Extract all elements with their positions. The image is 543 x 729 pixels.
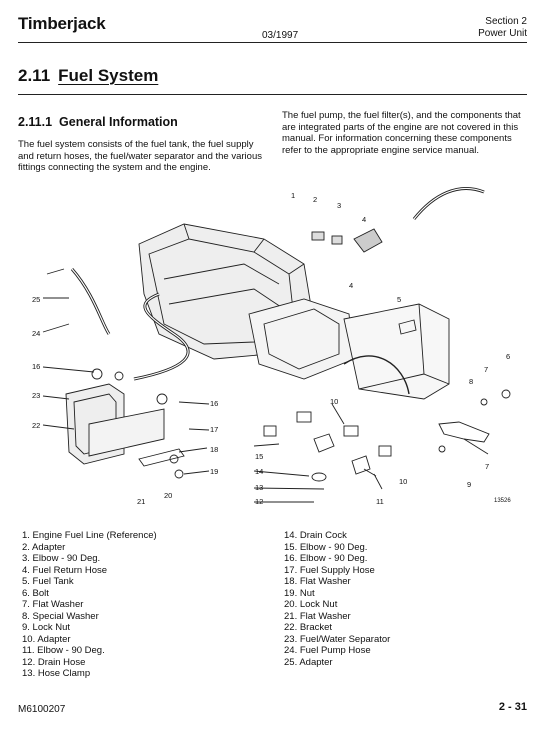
callout-3: 3 [337,201,341,210]
legend-item: 6. Bolt [22,587,49,599]
section-title: Fuel System [58,66,159,85]
callout-2: 2 [313,195,317,204]
legend-item: 9. Lock Nut [22,622,71,633]
legend-item: 15. Elbow - 90 Deg. [284,541,368,553]
legend-item: 11. Elbow - 90 Deg. [22,645,105,656]
callout-16b: 16 [210,399,218,408]
callout-5: 5 [397,295,401,304]
callout-22: 22 [32,421,40,430]
callout-8: 8 [469,377,473,386]
callout-25: 25 [32,295,40,304]
legend-item: 10. Adapter [22,633,71,645]
legend-item: 20. Lock Nut [284,599,338,610]
legend-item: 3. Elbow - 90 Deg. [22,553,101,564]
revision-date: 03/1997 [262,30,299,41]
callout-19: 19 [210,467,218,476]
intro-paragraph-right: The fuel pump, the fuel filter(s), and t… [282,110,521,156]
callout-9: 9 [467,480,471,489]
callout-18: 18 [210,445,218,454]
callout-14: 14 [255,467,263,476]
callout-17: 17 [210,425,218,434]
callout-1: 1 [291,191,295,200]
callout-16a: 16 [32,362,40,371]
callout-15: 15 [255,452,263,461]
legend-item: 1. Engine Fuel Line (Reference) [22,530,157,541]
callout-4b: 4 [349,281,353,290]
subsection-title: General Information [59,115,178,129]
callout-10b: 10 [399,477,407,486]
callout-7a: 7 [484,365,488,374]
callout-24: 24 [32,329,40,338]
legend-item: 5. Fuel Tank [22,576,74,587]
parts-legend-right: 14. Drain Cock 15. Elbow - 90 Deg. 16. E… [284,530,390,668]
callout-13: 13 [255,483,263,492]
intro-paragraph-left: The fuel system consists of the fuel tan… [18,139,262,173]
legend-item: 17. Fuel Supply Hose [284,564,375,576]
legend-item: 21. Flat Washer [284,610,351,622]
callout-7b: 7 [485,462,489,471]
callout-11: 11 [376,497,384,506]
document-id: M6100207 [18,704,66,715]
header-rule [18,42,527,43]
legend-item: 4. Fuel Return Hose [22,564,108,576]
legend-item: 23. Fuel/Water Separator [284,633,391,645]
callout-10a: 10 [330,397,338,406]
section-rule [18,94,527,95]
legend-item: 12. Drain Hose [22,656,86,668]
callout-23: 23 [32,391,40,400]
callout-12: 12 [255,497,263,506]
legend-item: 8. Special Washer [22,610,99,622]
brand-logo: Timberjack [18,14,106,33]
parts-legend-left: 1. Engine Fuel Line (Reference) 2. Adapt… [22,530,157,680]
legend-item: 7. Flat Washer [22,599,84,610]
section-info: Section 2 Power Unit [478,16,527,40]
legend-item: 25. Adapter [284,656,333,668]
section-heading: 2.11 Fuel System [18,66,158,86]
callout-6: 6 [506,352,510,361]
fuel-system-diagram: 1 2 3 4 4 5 6 7 7 8 9 10 10 11 12 13 14 … [32,187,511,506]
legend-item: 14. Drain Cock [284,530,347,541]
legend-item: 16. Elbow - 90 Deg. [284,553,368,564]
section-number: 2.11 [18,66,51,85]
legend-item: 22. Bracket [284,622,333,633]
page-number: 2 - 31 [498,701,527,713]
legend-item: 13. Hose Clamp [22,668,91,679]
unit-label: Power Unit [478,28,527,39]
callout-4a: 4 [362,215,366,224]
callout-20: 20 [164,491,172,500]
legend-item: 19. Nut [284,587,315,599]
callout-21: 21 [137,497,145,506]
section-label: Section 2 [485,16,527,27]
legend-item: 24. Fuel Pump Hose [284,645,371,656]
subsection-number: 2.11.1 [18,115,53,129]
figure-id: 13526 [494,498,511,504]
legend-item: 18. Flat Washer [284,576,351,587]
legend-item: 2. Adapter [22,541,66,553]
subsection-heading: 2.11.1 General Information [18,115,178,129]
